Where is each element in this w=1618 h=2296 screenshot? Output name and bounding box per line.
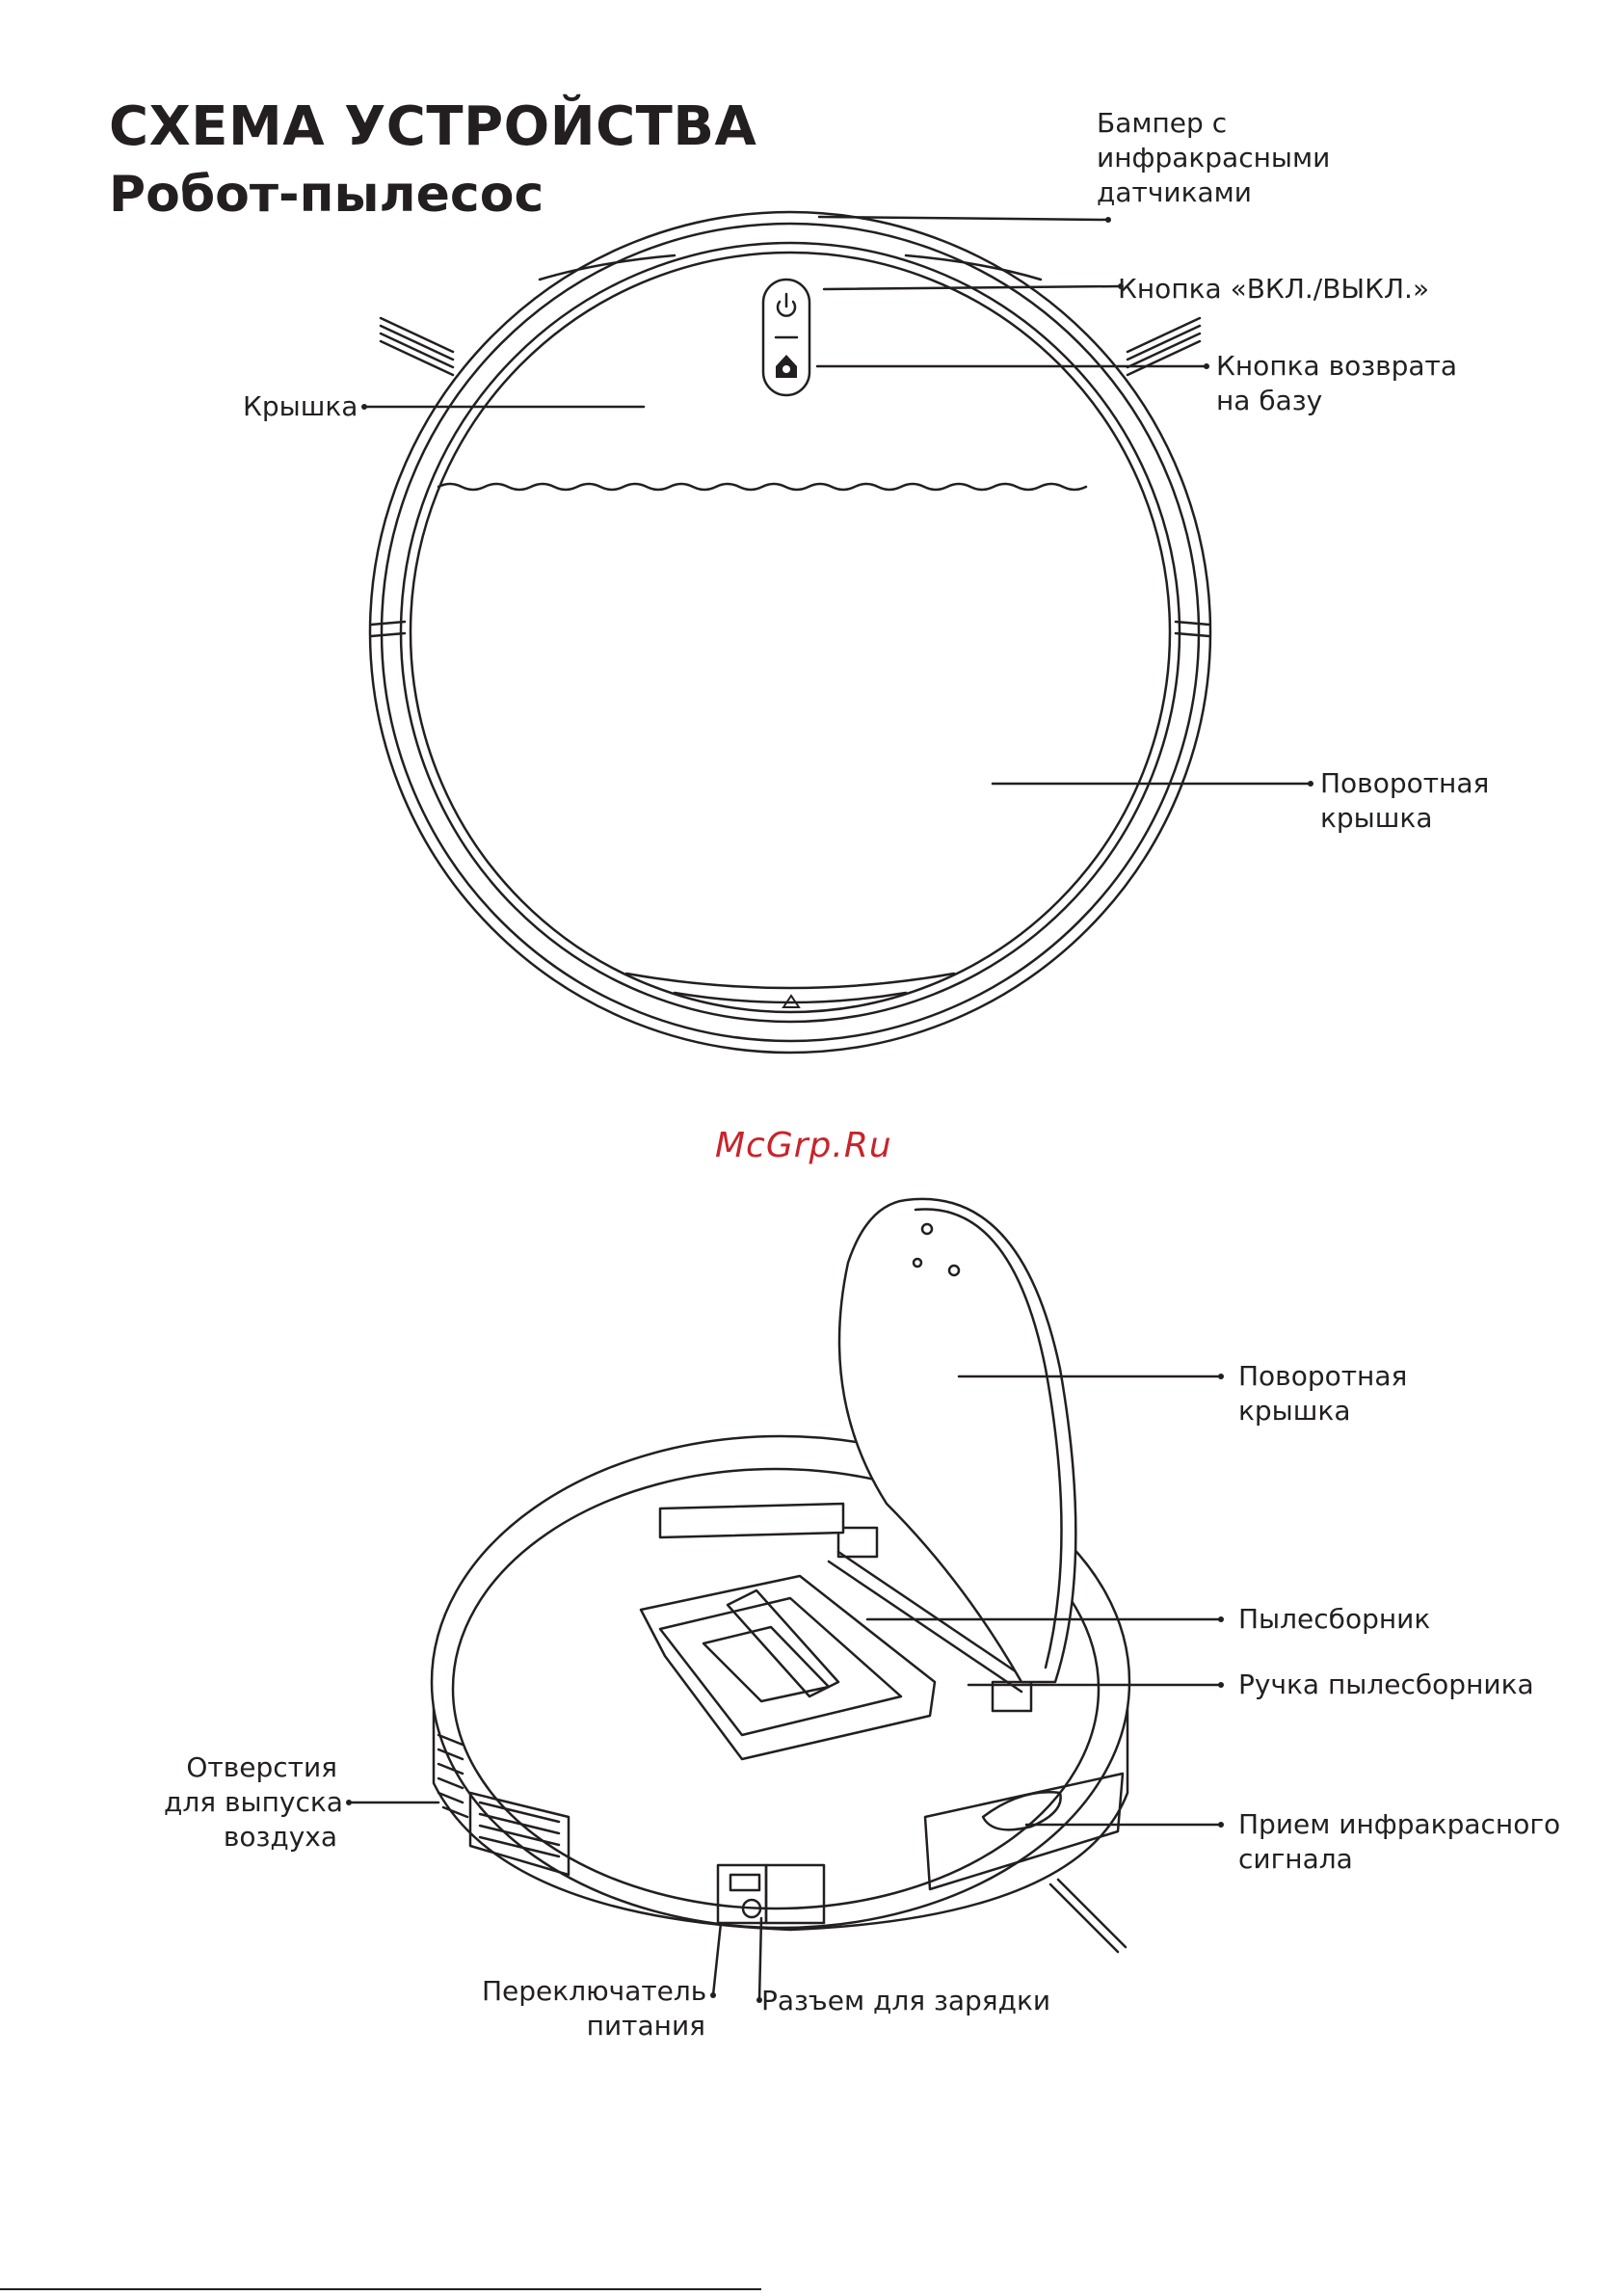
power-button-label: Кнопка «ВКЛ./ВЫКЛ.» [1118,272,1429,307]
dustbin-label: Пылесборник [1238,1602,1430,1637]
side-brush-left [381,318,453,375]
ir-receiver-label: Прием инфракрасного сигнала [1238,1807,1560,1877]
dock-button-label: Кнопка возврата на базу [1216,349,1457,418]
cover-label: Крышка [243,389,358,424]
power-switch-label: Переключатель питания [482,1974,705,2043]
dustbin-handle-label: Ручка пылесборника [1238,1668,1534,1702]
bumper-label: Бампер с инфракрасными датчиками [1097,106,1330,210]
air-vents-label: Отверстия для выпуска воздуха [164,1750,337,1855]
charging-port-label: Разъем для зарядки [761,1984,1050,2018]
flip-cover-label-top: Поворотная крышка [1320,766,1489,836]
flip-cover-label-side: Поворотная крышка [1238,1359,1407,1428]
